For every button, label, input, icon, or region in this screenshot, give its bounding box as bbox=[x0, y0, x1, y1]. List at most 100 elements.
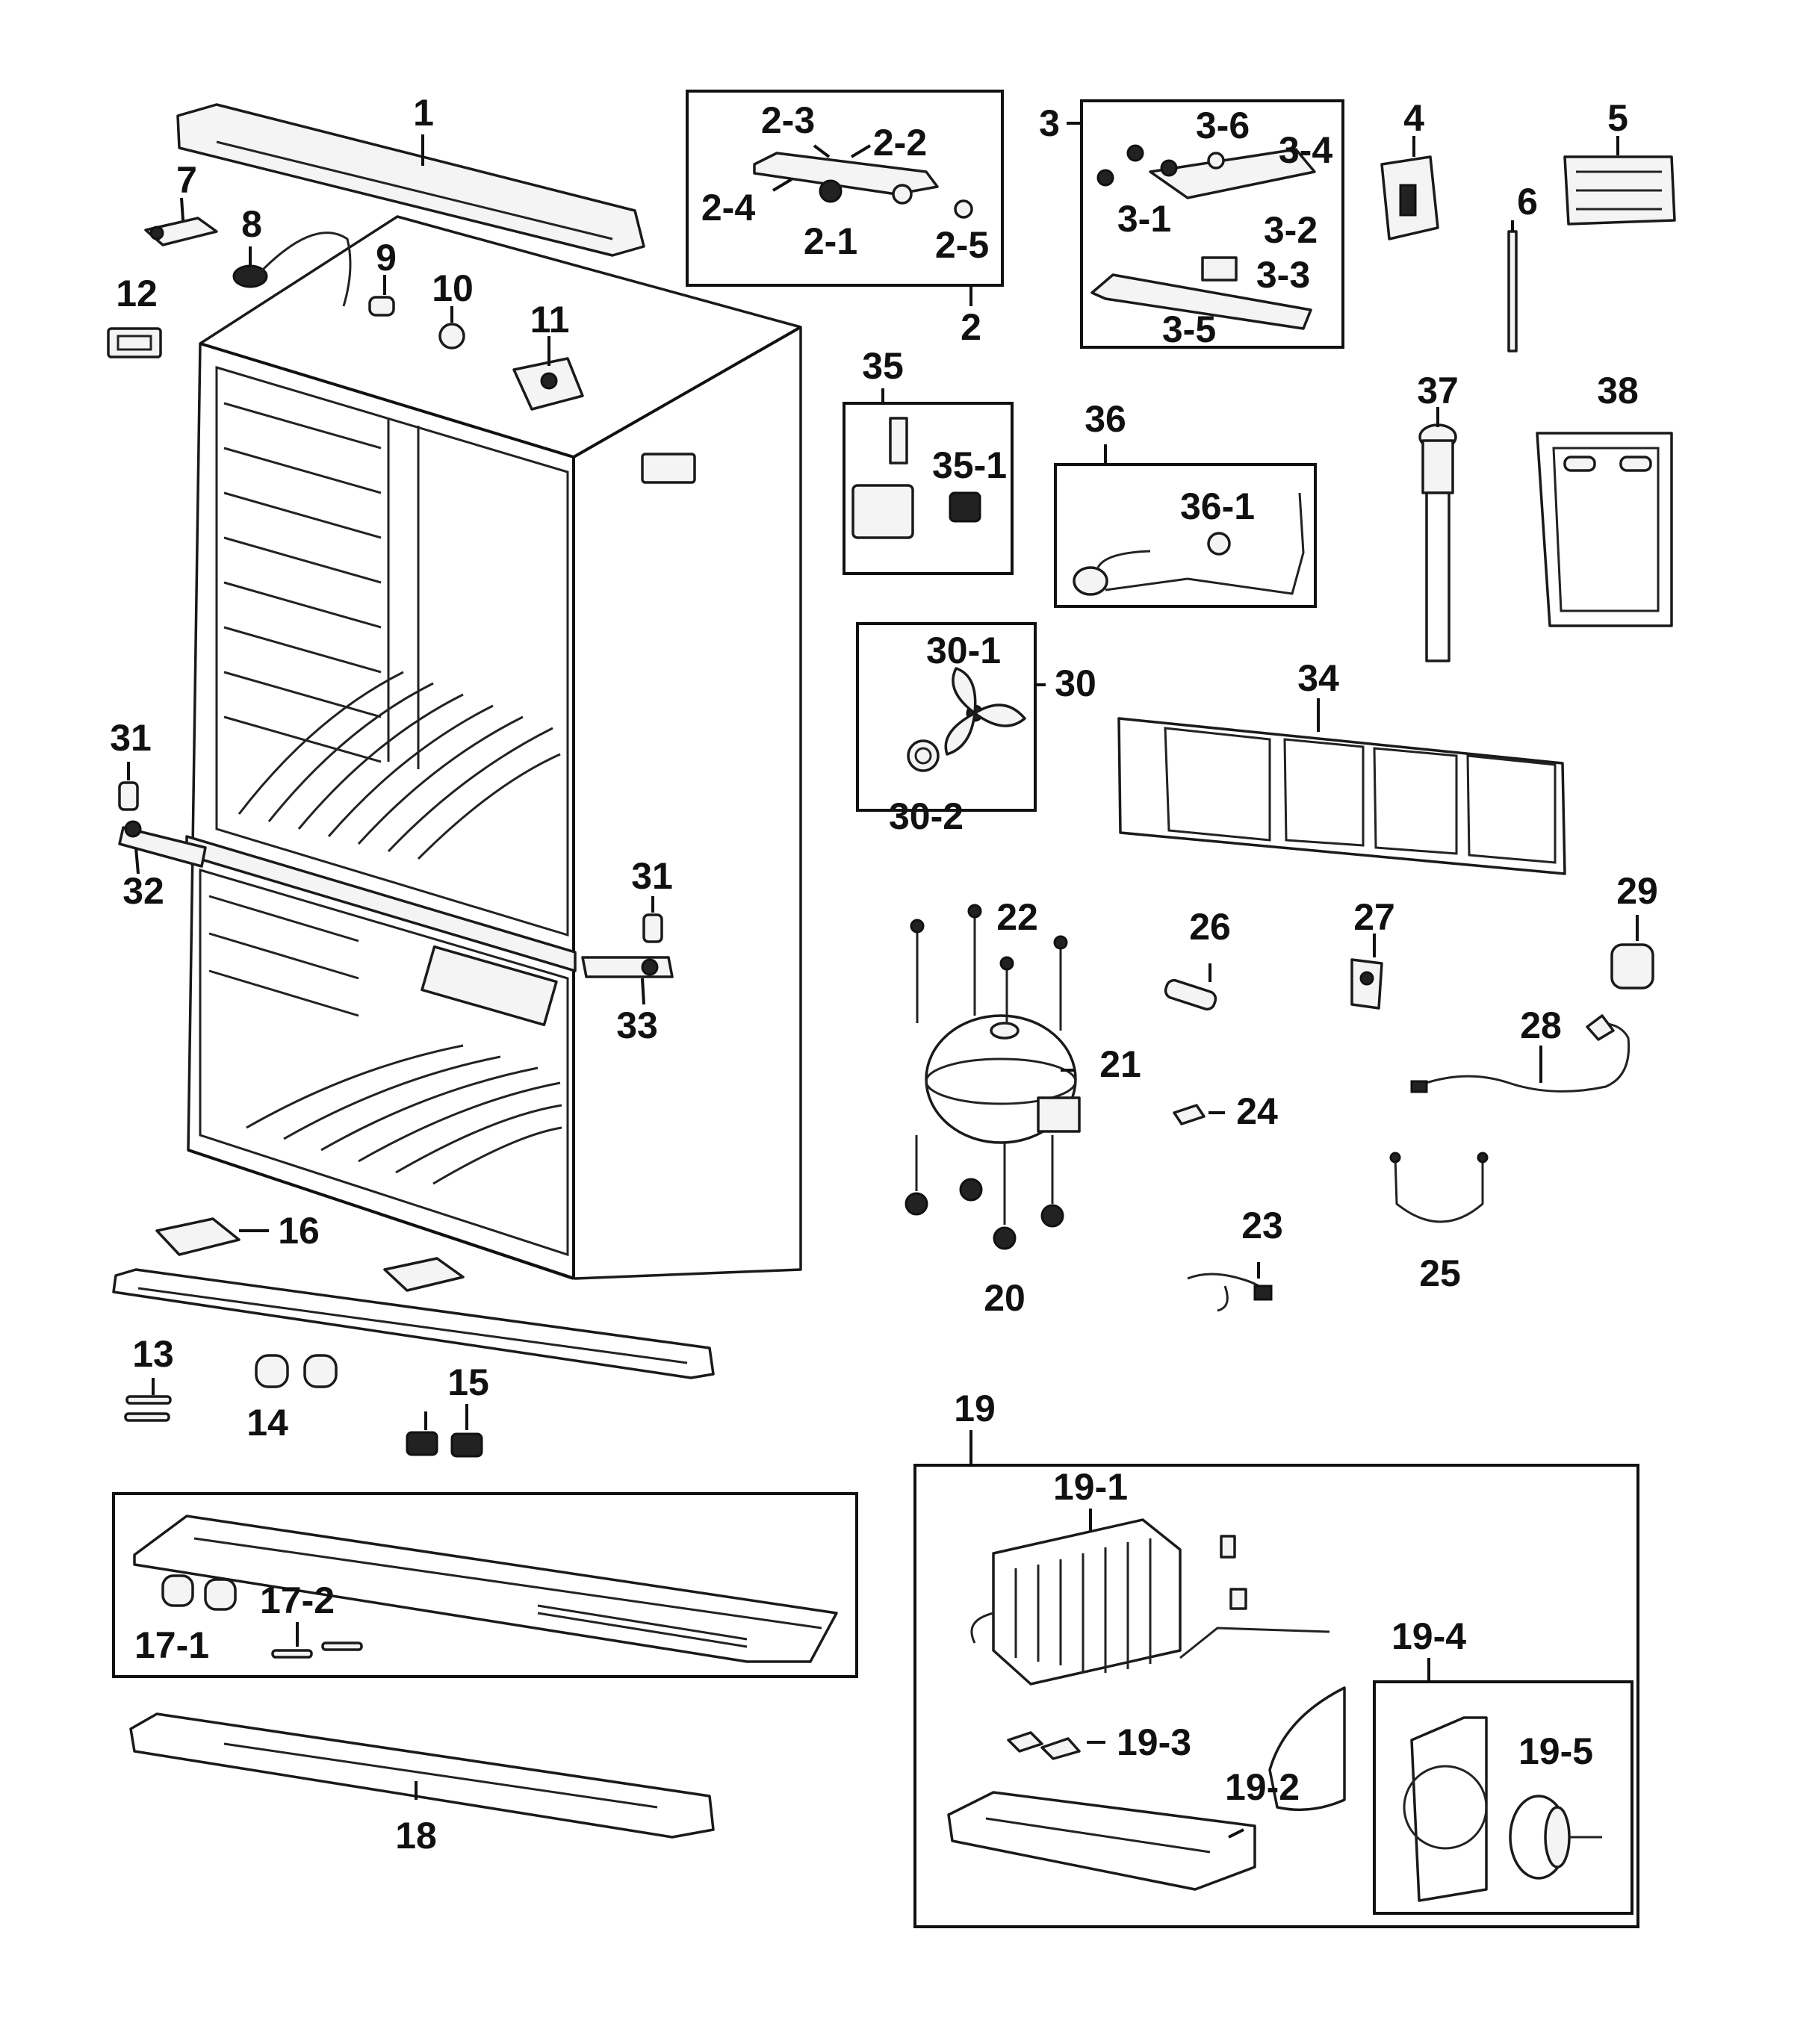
label-31-left: 31 bbox=[110, 717, 152, 759]
label-2-1: 2-1 bbox=[804, 220, 857, 262]
part-20-mounts bbox=[905, 1135, 1064, 1250]
part-30-box bbox=[856, 622, 1037, 812]
label-19-2: 19-2 bbox=[1225, 1766, 1300, 1808]
part-4-damper bbox=[1380, 136, 1439, 240]
part-19-box bbox=[913, 1464, 1639, 1928]
label-30-2: 30-2 bbox=[889, 795, 964, 837]
part-13-pins bbox=[124, 1378, 172, 1422]
part-30-2-spring bbox=[907, 739, 940, 772]
label-14: 14 bbox=[246, 1402, 288, 1444]
part-35-valve bbox=[851, 417, 981, 539]
label-36-1: 36-1 bbox=[1180, 485, 1255, 527]
part-3-box bbox=[1080, 99, 1344, 349]
part-22-bolts bbox=[910, 904, 1068, 1031]
label-16: 16 bbox=[278, 1210, 320, 1252]
part-number-labels: 1 7 8 9 10 11 12 2-3 2-2 2-4 2-1 2-5 2 3… bbox=[110, 92, 1658, 1857]
part-30-1-fan-blade bbox=[944, 667, 1026, 756]
label-15: 15 bbox=[447, 1361, 489, 1403]
label-37: 37 bbox=[1417, 370, 1459, 411]
label-30-1: 30-1 bbox=[926, 630, 1001, 671]
part-15-levelers bbox=[406, 1404, 483, 1458]
label-22: 22 bbox=[996, 896, 1038, 938]
label-17-1: 17-1 bbox=[134, 1624, 209, 1666]
part-17-box bbox=[112, 1492, 858, 1678]
label-3-1: 3-1 bbox=[1117, 198, 1171, 240]
part-8-harness bbox=[232, 232, 352, 307]
part-11-hinge-top bbox=[512, 336, 584, 411]
label-2-5: 2-5 bbox=[935, 224, 989, 266]
label-38: 38 bbox=[1597, 370, 1639, 411]
label-19-3: 19-3 bbox=[1117, 1721, 1191, 1763]
part-21-compressor bbox=[925, 1014, 1081, 1144]
part-10-cap bbox=[438, 306, 465, 350]
label-20: 20 bbox=[984, 1277, 1026, 1319]
cabinet-assembly bbox=[185, 215, 802, 1280]
label-35-1: 35-1 bbox=[932, 444, 1007, 486]
part-37-tube bbox=[1418, 407, 1457, 662]
part-26-capacitor bbox=[1164, 963, 1217, 1011]
label-3-2: 3-2 bbox=[1264, 209, 1318, 251]
part-31-pin-right bbox=[642, 896, 663, 943]
part-5-pcb bbox=[1563, 136, 1676, 226]
part-2-box bbox=[686, 90, 1004, 287]
label-13: 13 bbox=[132, 1333, 174, 1375]
label-9: 9 bbox=[376, 237, 397, 279]
label-3: 3 bbox=[1039, 102, 1060, 144]
part-12-cover bbox=[107, 327, 162, 358]
label-19-4: 19-4 bbox=[1391, 1615, 1466, 1657]
label-31-right: 31 bbox=[631, 855, 673, 897]
part-31-pin-left bbox=[118, 762, 139, 811]
label-19-5: 19-5 bbox=[1518, 1730, 1593, 1772]
label-26: 26 bbox=[1189, 906, 1231, 948]
part-3-hinge-assembly bbox=[1090, 144, 1316, 330]
label-7: 7 bbox=[176, 159, 197, 201]
part-19-1-evaporator bbox=[970, 1509, 1330, 1686]
label-33: 33 bbox=[616, 1004, 658, 1046]
label-8: 8 bbox=[241, 203, 262, 245]
label-18: 18 bbox=[395, 1815, 437, 1857]
liner-ribs-upper bbox=[223, 402, 382, 763]
part-27-relay bbox=[1350, 934, 1383, 1010]
base-rail bbox=[112, 1268, 715, 1379]
part-19-5-fan-motor bbox=[1509, 1795, 1602, 1880]
label-3-5: 3-5 bbox=[1162, 308, 1216, 350]
label-1: 1 bbox=[413, 92, 434, 134]
label-2-4: 2-4 bbox=[701, 187, 755, 229]
part-32-hinge-middle-left bbox=[118, 820, 207, 875]
part-29-cap bbox=[1610, 915, 1654, 990]
part-17-2-pins bbox=[271, 1622, 363, 1659]
part-19-2-drain-pan bbox=[947, 1791, 1256, 1891]
label-19: 19 bbox=[954, 1388, 996, 1429]
label-36: 36 bbox=[1085, 398, 1126, 440]
part-19-3-clips bbox=[1007, 1731, 1105, 1760]
liner-floor-ribs-upper bbox=[238, 671, 561, 860]
label-11: 11 bbox=[530, 299, 570, 341]
part-23-harness bbox=[1187, 1262, 1273, 1312]
label-2: 2 bbox=[961, 306, 981, 348]
part-38-cover bbox=[1536, 432, 1673, 627]
part-1-top-cover bbox=[176, 103, 645, 257]
label-27: 27 bbox=[1353, 896, 1395, 938]
part-18-grille bbox=[129, 1712, 715, 1839]
part-17-base-frame bbox=[133, 1515, 838, 1663]
part-6-rod bbox=[1507, 220, 1518, 352]
part-33-hinge-middle-right bbox=[581, 956, 674, 1005]
label-4: 4 bbox=[1403, 97, 1424, 139]
label-28: 28 bbox=[1520, 1004, 1562, 1046]
label-23: 23 bbox=[1241, 1205, 1283, 1246]
part-35-box bbox=[843, 402, 1014, 575]
part-36-heater bbox=[1073, 492, 1305, 596]
part-19-small-cap-b bbox=[1229, 1588, 1247, 1610]
label-6: 6 bbox=[1517, 181, 1538, 223]
part-24-clip bbox=[1173, 1104, 1225, 1125]
part-7-bracket bbox=[144, 197, 218, 246]
part-12-cover-right bbox=[641, 453, 696, 484]
part-19-small-cap-a bbox=[1220, 1535, 1236, 1559]
label-3-4: 3-4 bbox=[1279, 129, 1332, 171]
part-17-1-rollers bbox=[161, 1574, 237, 1611]
part-19-4-box bbox=[1373, 1680, 1633, 1915]
label-2-3: 2-3 bbox=[761, 99, 815, 141]
label-34: 34 bbox=[1297, 657, 1339, 699]
part-36-box bbox=[1054, 463, 1317, 608]
part-19-cover-plate bbox=[1268, 1686, 1346, 1812]
